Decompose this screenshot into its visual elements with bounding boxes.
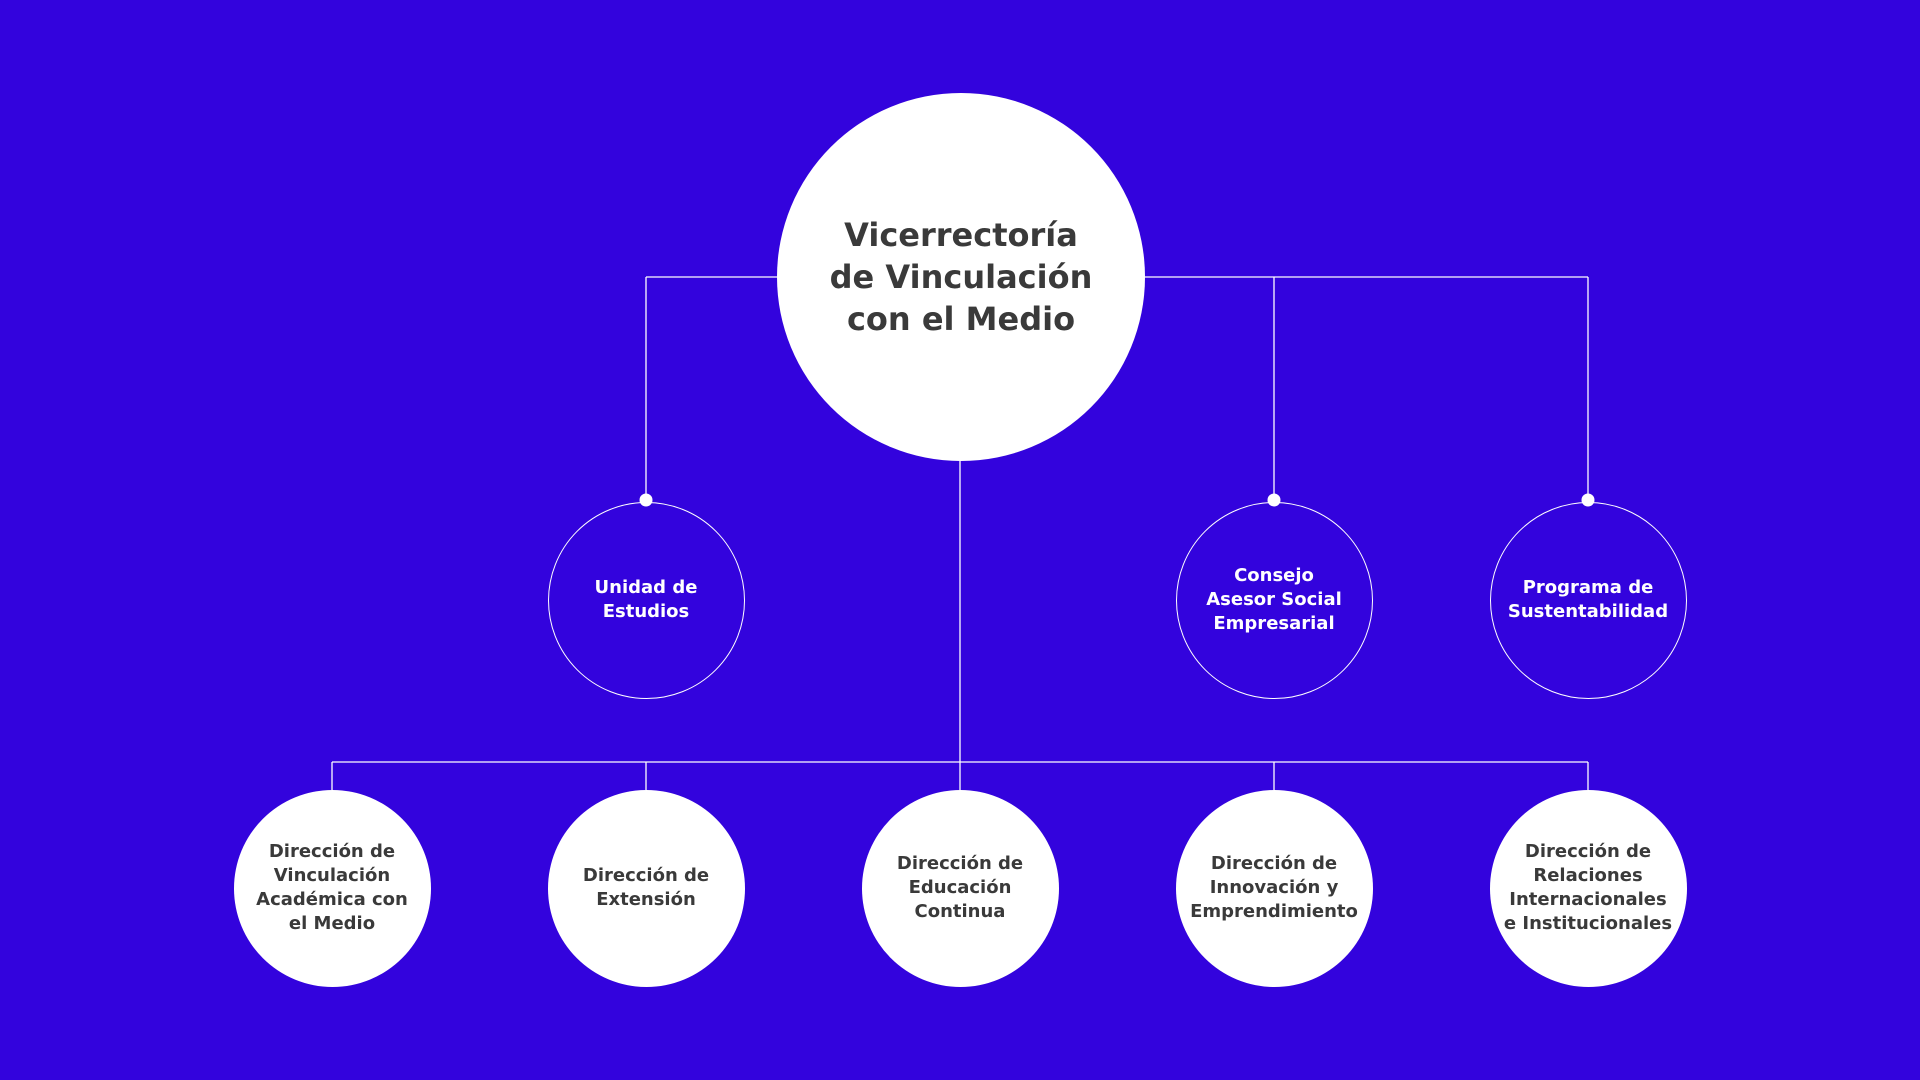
directorate-vinculacion-academica: Dirección de Vinculación Académica con e… [233, 789, 431, 987]
directorate-label: Dirección de Extensión [582, 865, 710, 910]
top-node-label: Vicerrectoría de Vinculación con el Medi… [829, 216, 1093, 338]
staff-unit-programa-sustentabilidad: Programa de Sustentabilidad [1489, 501, 1687, 699]
staff-unit-consejo-asesor: Consejo Asesor Social Empresarial [1175, 501, 1373, 699]
directorate-educacion-continua: Dirección de Educación Continua [861, 789, 1059, 987]
directorate-extension: Dirección de Extensión [547, 789, 745, 987]
directorate-relaciones-internacionales: Dirección de Relaciones Internacionales … [1489, 789, 1687, 987]
directorate-label: Dirección de Educación Continua [896, 853, 1024, 922]
top-node-vicerrectoria: Vicerrectoría de Vinculación con el Medi… [777, 93, 1145, 461]
staff-unit-unidad-de-estudios: Unidad de Estudios [547, 501, 745, 699]
staff-unit-label: Programa de Sustentabilidad [1507, 577, 1669, 622]
staff-unit-label: Unidad de Estudios [594, 577, 698, 622]
directorate-label: Dirección de Relaciones Internacionales … [1503, 841, 1673, 934]
staff-unit-label: Consejo Asesor Social Empresarial [1206, 565, 1342, 634]
directorate-label: Dirección de Vinculación Académica con e… [256, 841, 408, 934]
directorate-innovacion-emprendimiento: Dirección de Innovación y Emprendimiento [1175, 789, 1373, 987]
directorate-label: Dirección de Innovación y Emprendimiento [1190, 853, 1358, 922]
